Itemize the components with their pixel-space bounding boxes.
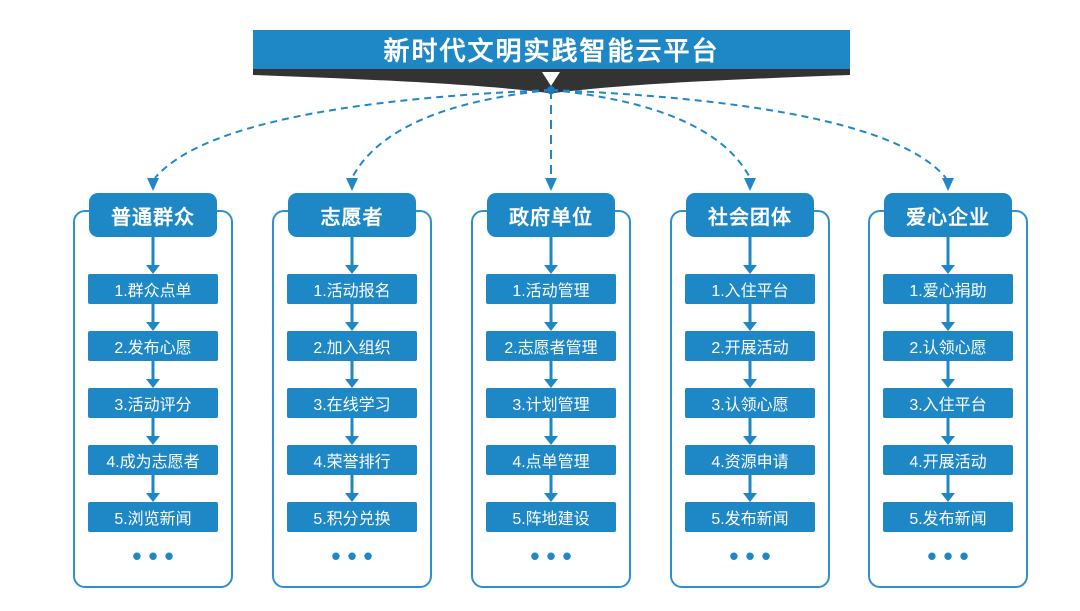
- column-header: 爱心企业: [884, 193, 1012, 237]
- flow-step: 2.发布心愿: [88, 331, 218, 361]
- flow-step: 2.认领心愿: [883, 331, 1013, 361]
- down-arrow-icon: [742, 361, 758, 388]
- dashed-connector-5: [550, 89, 947, 179]
- flow-step: 5.浏览新闻: [88, 502, 218, 532]
- dashed-connector-4: [550, 89, 750, 177]
- down-arrow-icon: [145, 304, 161, 331]
- column-header: 政府单位: [487, 193, 615, 237]
- column-header: 志愿者: [288, 193, 416, 237]
- flow-step: 1.活动报名: [287, 274, 417, 304]
- banner-down-arrow-icon: [542, 72, 560, 86]
- flow-step: 2.志愿者管理: [486, 331, 616, 361]
- down-arrow-icon: [940, 237, 956, 274]
- flow-step: 2.加入组织: [287, 331, 417, 361]
- down-arrow-icon: [543, 418, 559, 445]
- down-arrow-icon: [344, 361, 360, 388]
- down-arrow-icon: [742, 237, 758, 274]
- flow-step: 4.开展活动: [883, 445, 1013, 475]
- column-social-groups: 社会团体 1.入住平台 2.开展活动 3.认领心愿 4.资源申请 5.发布新闻 …: [670, 193, 830, 593]
- down-arrow-icon: [940, 304, 956, 331]
- flow-step: 5.发布新闻: [685, 502, 815, 532]
- more-dots-icon: •••: [729, 541, 778, 571]
- connector-arrowhead-2: [346, 178, 358, 191]
- flow-step: 3.活动评分: [88, 388, 218, 418]
- column-volunteers: 志愿者 1.活动报名 2.加入组织 3.在线学习 4.荣誉排行 5.积分兑换 •…: [272, 193, 432, 593]
- down-arrow-icon: [543, 304, 559, 331]
- platform-title: 新时代文明实践智能云平台: [383, 36, 720, 66]
- flow-step: 4.资源申请: [685, 445, 815, 475]
- flow-step: 3.在线学习: [287, 388, 417, 418]
- dashed-connector-1: [154, 89, 552, 179]
- flow-step: 1.入住平台: [685, 274, 815, 304]
- flow-step: 2.开展活动: [685, 331, 815, 361]
- down-arrow-icon: [145, 237, 161, 274]
- flow-step: 3.认领心愿: [685, 388, 815, 418]
- connector-arrowhead-1: [147, 178, 159, 191]
- down-arrow-icon: [145, 418, 161, 445]
- flow-step: 3.入住平台: [883, 388, 1013, 418]
- down-arrow-icon: [940, 361, 956, 388]
- down-arrow-icon: [344, 475, 360, 502]
- more-dots-icon: •••: [530, 541, 579, 571]
- flow-step: 5.阵地建设: [486, 502, 616, 532]
- column-caring-enterprises: 爱心企业 1.爱心捐助 2.认领心愿 3.入住平台 4.开展活动 5.发布新闻 …: [868, 193, 1028, 593]
- down-arrow-icon: [145, 475, 161, 502]
- connector-arrowhead-3: [545, 178, 557, 191]
- down-arrow-icon: [145, 361, 161, 388]
- more-dots-icon: •••: [927, 541, 976, 571]
- more-dots-icon: •••: [132, 541, 181, 571]
- column-header: 普通群众: [89, 193, 217, 237]
- down-arrow-icon: [742, 475, 758, 502]
- more-dots-icon: •••: [331, 541, 380, 571]
- connector-origin-dot: [547, 86, 555, 94]
- connector-arrowhead-5: [942, 178, 954, 191]
- down-arrow-icon: [742, 304, 758, 331]
- flow-step: 4.成为志愿者: [88, 445, 218, 475]
- down-arrow-icon: [940, 475, 956, 502]
- dashed-connector-2: [352, 89, 552, 177]
- down-arrow-icon: [543, 475, 559, 502]
- flow-step: 1.活动管理: [486, 274, 616, 304]
- flow-step: 5.发布新闻: [883, 502, 1013, 532]
- flow-step: 1.爱心捐助: [883, 274, 1013, 304]
- platform-banner: 新时代文明实践智能云平台: [253, 30, 850, 69]
- down-arrow-icon: [344, 237, 360, 274]
- flow-step: 4.荣誉排行: [287, 445, 417, 475]
- column-general-public: 普通群众 1.群众点单 2.发布心愿 3.活动评分 4.成为志愿者 5.浏览新闻…: [73, 193, 233, 593]
- flow-step: 3.计划管理: [486, 388, 616, 418]
- flow-step: 1.群众点单: [88, 274, 218, 304]
- down-arrow-icon: [940, 418, 956, 445]
- flow-step: 5.积分兑换: [287, 502, 417, 532]
- connector-arrowhead-4: [744, 178, 756, 191]
- flow-step: 4.点单管理: [486, 445, 616, 475]
- column-government-units: 政府单位 1.活动管理 2.志愿者管理 3.计划管理 4.点单管理 5.阵地建设…: [471, 193, 631, 593]
- down-arrow-icon: [742, 418, 758, 445]
- down-arrow-icon: [543, 237, 559, 274]
- down-arrow-icon: [543, 361, 559, 388]
- down-arrow-icon: [344, 304, 360, 331]
- column-header: 社会团体: [686, 193, 814, 237]
- down-arrow-icon: [344, 418, 360, 445]
